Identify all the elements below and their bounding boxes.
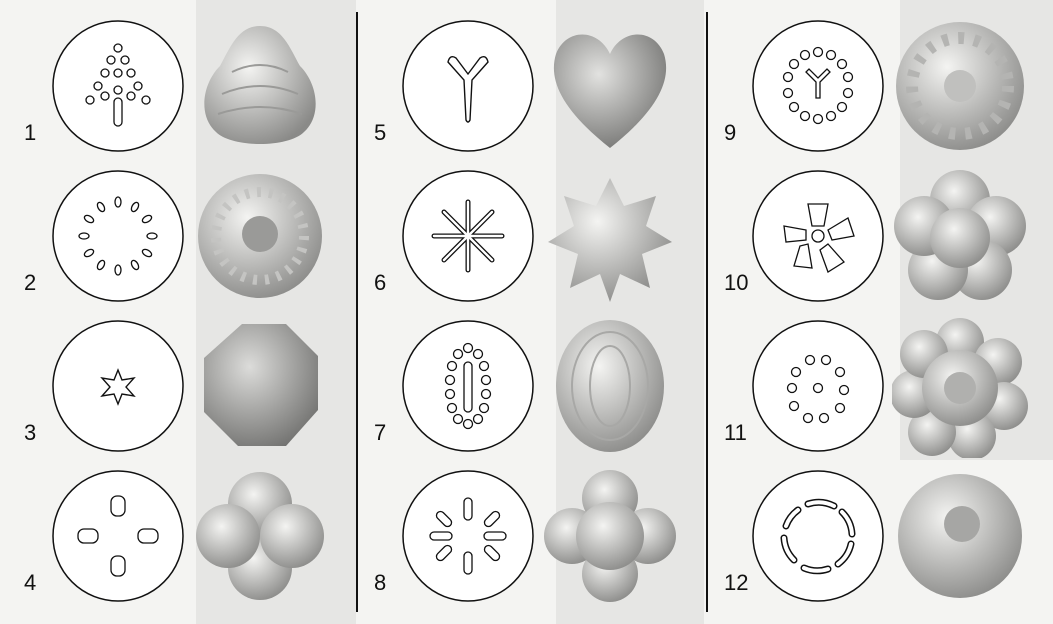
tree-cookie-icon — [192, 14, 328, 158]
design-item: 2 — [14, 162, 354, 310]
radial-slots-icon — [400, 468, 536, 604]
wedge-petals-icon — [750, 168, 886, 304]
y-shape-icon — [400, 18, 536, 154]
design-item: 10 — [714, 162, 1053, 310]
item-number: 10 — [724, 272, 748, 294]
oval-flower-cookie-icon — [542, 314, 678, 458]
design-item: 12 — [714, 462, 1053, 610]
item-number: 7 — [374, 422, 386, 444]
design-item: 3 — [14, 312, 354, 460]
item-number: 6 — [374, 272, 386, 294]
eight-spoke-star-icon — [400, 168, 536, 304]
rosette-cookie-icon — [542, 464, 678, 608]
item-number: 11 — [724, 422, 747, 444]
small-star-icon — [50, 318, 186, 454]
item-number: 12 — [724, 572, 748, 594]
star-cookie-icon — [542, 164, 678, 308]
octagon-cookie-icon — [192, 314, 328, 458]
design-item: 8 — [364, 462, 704, 610]
item-number: 2 — [24, 272, 36, 294]
design-item: 6 — [364, 162, 704, 310]
ring-of-ovals-icon — [50, 168, 186, 304]
heart-cookie-icon — [542, 14, 678, 158]
design-item: 1 — [14, 12, 354, 160]
design-item: 7 — [364, 312, 704, 460]
round-flower-cookie-icon — [892, 14, 1028, 158]
ring-cookie-icon — [892, 464, 1028, 608]
design-item: 4 — [14, 462, 354, 610]
clover-cookie-icon — [192, 464, 328, 608]
tree-dots-icon — [50, 18, 186, 154]
design-item: 11 — [714, 312, 1053, 460]
ring-dots-with-y-icon — [750, 18, 886, 154]
column-divider — [706, 12, 708, 612]
oval-dots-with-bar-icon — [400, 318, 536, 454]
item-number: 1 — [24, 122, 36, 144]
scattered-dots-icon — [750, 318, 886, 454]
five-petal-cookie-icon — [892, 164, 1028, 308]
item-number: 4 — [24, 572, 36, 594]
design-item: 5 — [364, 12, 704, 160]
item-number: 9 — [724, 122, 736, 144]
item-number: 5 — [374, 122, 386, 144]
column-divider — [356, 12, 358, 612]
segmented-ring-icon — [750, 468, 886, 604]
flower-cookie-icon — [892, 314, 1028, 458]
item-number: 8 — [374, 572, 386, 594]
wreath-cookie-icon — [192, 164, 328, 308]
design-item: 9 — [714, 12, 1053, 160]
four-bead-clusters-icon — [50, 468, 186, 604]
item-number: 3 — [24, 422, 36, 444]
